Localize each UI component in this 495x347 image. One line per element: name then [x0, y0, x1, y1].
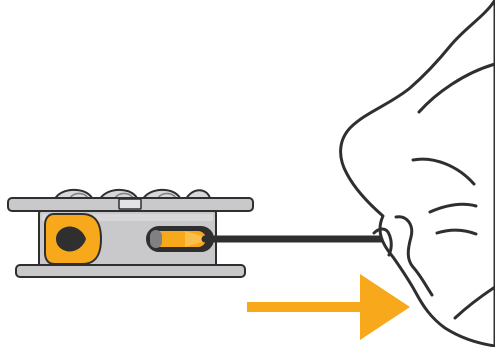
belay-device-icon — [7, 188, 254, 278]
rod-slot — [146, 226, 214, 252]
bottom-plate — [15, 264, 246, 278]
arrow-right-icon — [247, 274, 410, 340]
hand-icon — [339, 0, 495, 347]
orange-insert-icon — [44, 213, 103, 265]
top-plate-tab — [118, 198, 142, 210]
